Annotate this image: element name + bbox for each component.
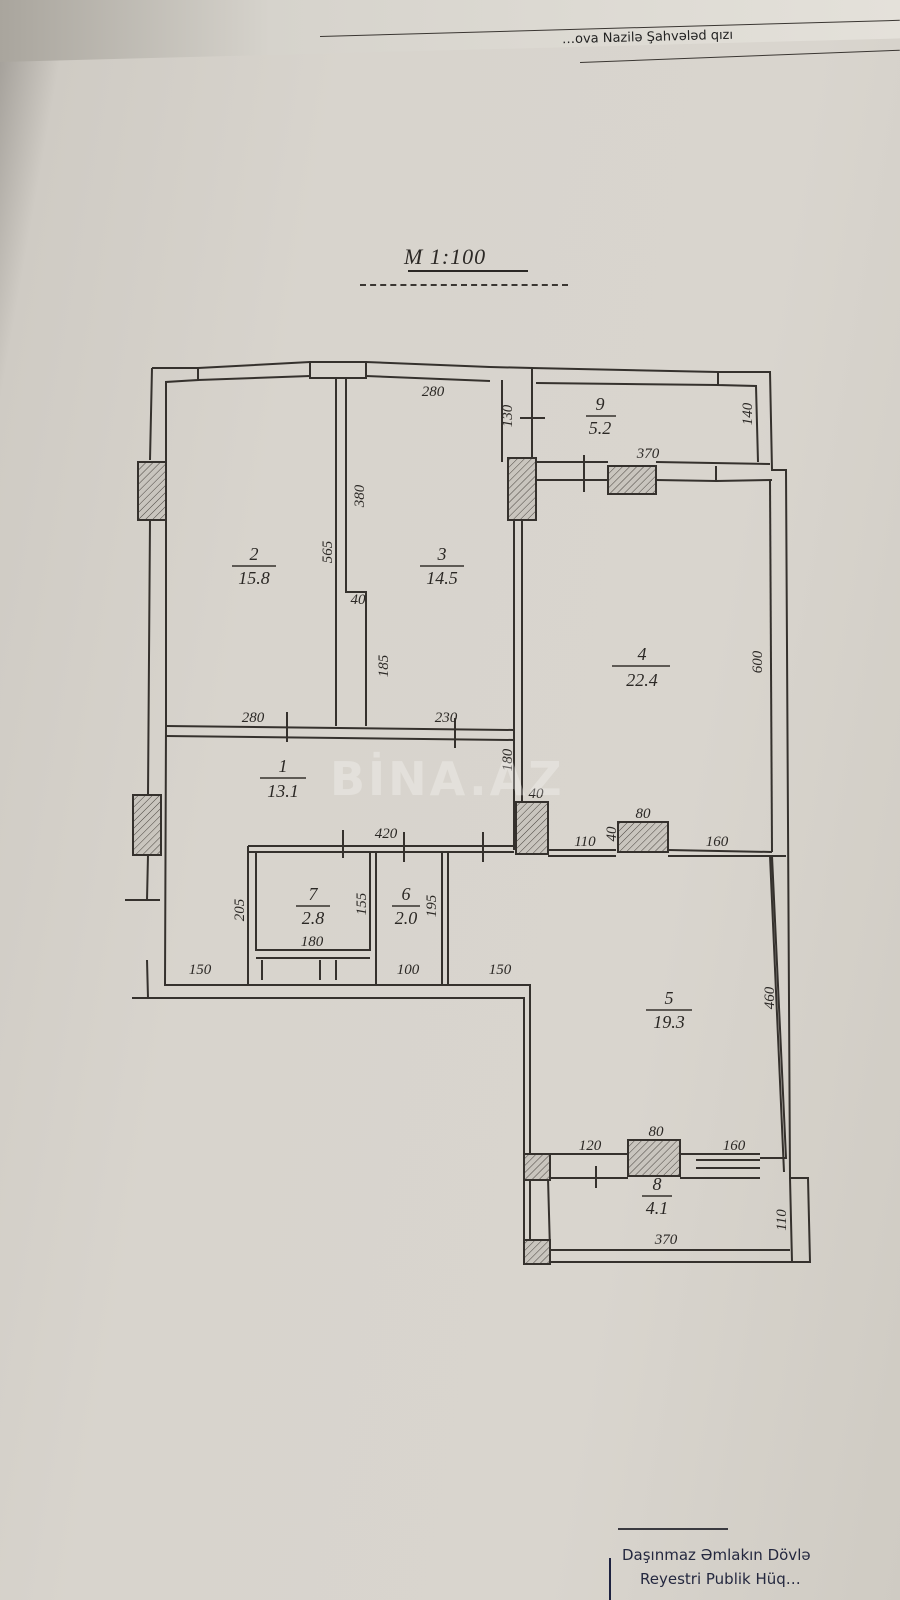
room-5-number: 5 [665, 988, 674, 1008]
room-5-area: 19.3 [653, 1012, 685, 1032]
dim-r9-right: 140 [740, 402, 756, 425]
dim-r1-bottom-left: 150 [189, 962, 212, 978]
room-9-number: 9 [596, 394, 605, 414]
dim-r7-left: 205 [232, 898, 248, 921]
outer-wall [152, 367, 812, 1263]
dim-r7-width: 180 [301, 934, 324, 950]
dim-r4-bottom-right: 160 [706, 834, 729, 850]
dim-r4-bottom-left: 110 [574, 834, 596, 850]
dim-r5-window: 80 [649, 1124, 665, 1140]
room-8-area: 4.1 [646, 1198, 669, 1218]
dim-r2-height: 565 [320, 540, 336, 563]
room-2-area: 15.8 [238, 568, 270, 588]
watermark: BİNA.AZ [330, 752, 565, 806]
dim-r3-top: 280 [422, 384, 445, 400]
room-6-area: 2.0 [395, 908, 418, 928]
dim-r8-width: 370 [654, 1232, 678, 1248]
dim-r5-bottom-left: 120 [579, 1138, 602, 1154]
dim-r4-top: 370 [636, 446, 660, 462]
dim-r8-height: 110 [774, 1209, 790, 1231]
dim-r5-left: 150 [489, 962, 512, 978]
dim-r5-bottom-right: 160 [723, 1138, 746, 1154]
stamp-line-1: Daşınmaz Əmlakın Dövlə [622, 1546, 811, 1564]
dim-corridor-right: 180 [500, 748, 516, 771]
room-4-area: 22.4 [626, 670, 658, 690]
room-4-number: 4 [638, 644, 647, 664]
room-3-area: 14.5 [426, 568, 458, 588]
dim-r6-height: 195 [424, 894, 440, 917]
dim-r5-height: 460 [762, 986, 778, 1009]
room-6-number: 6 [402, 884, 411, 904]
dim-r2-bottom: 280 [242, 710, 265, 726]
room-7-number: 7 [309, 884, 319, 904]
dim-closet-width: 40 [351, 592, 367, 608]
dim-r9-left: 130 [500, 404, 516, 427]
room-2-number: 2 [250, 544, 259, 564]
dim-r3-bottom: 230 [435, 710, 458, 726]
room-8-number: 8 [653, 1174, 662, 1194]
dim-r4-bottom-40: 40 [604, 826, 620, 842]
stamp-rule [618, 1528, 728, 1530]
dim-r7-height: 155 [354, 892, 370, 915]
room-9-area: 5.2 [589, 418, 612, 438]
dim-r6-bottom: 100 [397, 962, 420, 978]
dim-r3-height: 380 [352, 484, 368, 508]
dim-r4-window: 80 [636, 806, 652, 822]
scale-underline [408, 270, 528, 272]
stamp-bar [609, 1558, 611, 1600]
dim-r4-height: 600 [750, 650, 766, 673]
dim-r1-bottom: 420 [375, 826, 398, 842]
dim-corridor-right-w: 40 [529, 786, 545, 802]
scale-label: M 1:100 [404, 244, 487, 269]
room-1-number: 1 [279, 756, 288, 776]
stamp-line-2: Reyestri Publik Hüq… [640, 1570, 801, 1588]
scale-dashed-line [360, 284, 568, 286]
room-7-area: 2.8 [302, 908, 325, 928]
room-3-number: 3 [437, 544, 447, 564]
dim-closet-height: 185 [376, 654, 392, 677]
room-1-area: 13.1 [267, 781, 299, 801]
